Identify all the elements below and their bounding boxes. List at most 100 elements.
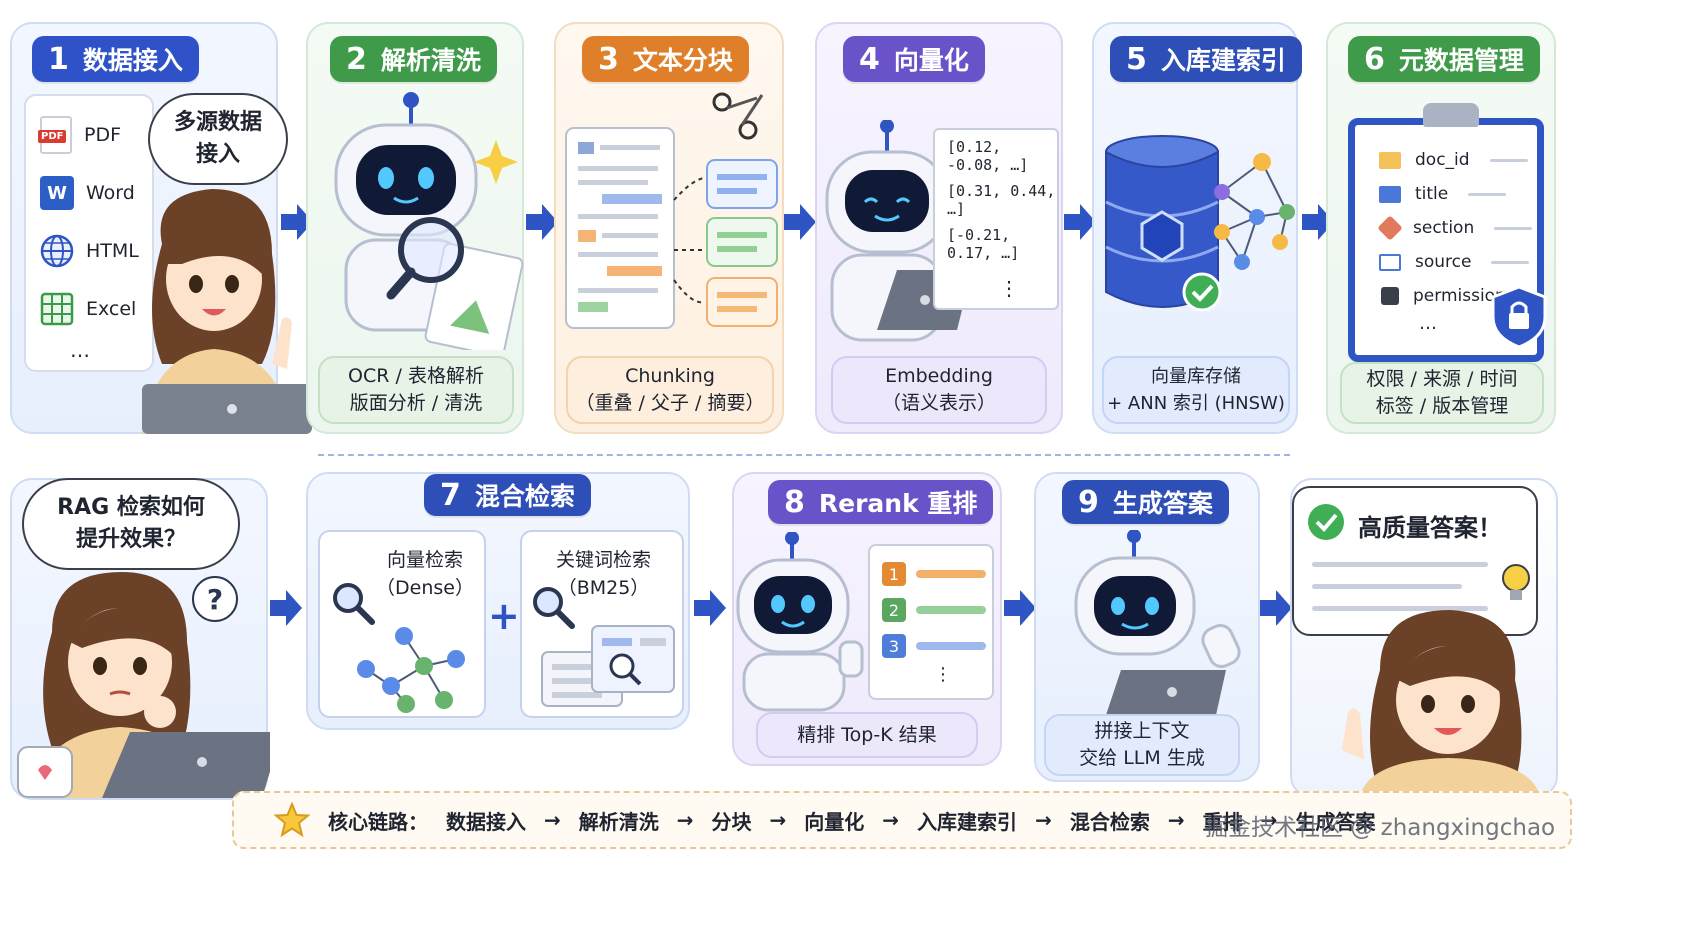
step7-card: 7 混合检索 向量检索 （Dense） + 关键词检索 （BM25）: [306, 472, 690, 730]
check-circle-icon: [1308, 504, 1344, 540]
step5-title-pill: 5 入库建索引: [1110, 36, 1302, 82]
question-mark-icon: ?: [192, 576, 238, 622]
question-card: [10, 478, 270, 800]
robot-laptop-illustration: [825, 120, 972, 342]
footer-label: 核心链路：: [328, 809, 428, 834]
step7-title-pill: 7 混合检索: [424, 474, 591, 516]
step3-caption: Chunking （重叠 / 父子 / 摘要）: [566, 356, 774, 424]
step6-title-pill: 6 元数据管理: [1348, 36, 1540, 82]
metadata-row: permission: [1379, 279, 1537, 313]
arrow-right-icon: [1004, 590, 1036, 626]
chain-arrow: →: [676, 808, 694, 832]
source-list: PDF PDF W Word HTML Excel …: [24, 94, 154, 372]
source-pdf: PDF PDF: [38, 106, 152, 164]
step1-title: 数据接入: [82, 46, 183, 75]
source-label: HTML: [86, 240, 139, 262]
step4-card: 4 向量化 [0.12, -0.08, …] [0.31, 0.44, …] […: [815, 22, 1063, 434]
document-search-icon: [541, 625, 675, 707]
robot-magnifier-illustration: [334, 92, 524, 350]
girl-laptop-illustration: [142, 189, 312, 434]
step5-caption: 向量库存储 + ANN 索引 (HNSW): [1102, 356, 1290, 424]
chain-step: 入库建索引: [917, 809, 1018, 834]
source-word: W Word: [40, 164, 152, 222]
vector-row: [0.31, 0.44, …]: [947, 182, 1056, 218]
step1-title-pill: 1 数据接入: [32, 36, 199, 82]
lock-icon: [1381, 287, 1399, 305]
metadata-clipboard: doc_id title section source permission …: [1348, 103, 1547, 362]
arrow-right-icon: [1064, 204, 1096, 240]
metadata-more: …: [1419, 313, 1437, 334]
search-icon: [333, 583, 375, 625]
step6-card: 6 元数据管理 doc_id title section source perm…: [1326, 22, 1556, 434]
step3-title-pill: 3 文本分块: [582, 36, 749, 82]
step4-caption: Embedding （语义表示）: [831, 356, 1047, 424]
step6-caption: 权限 / 来源 / 时间 标签 / 版本管理: [1340, 362, 1544, 424]
step9-caption: 拼接上下文 交给 LLM 生成: [1044, 714, 1240, 776]
step1-number: 1: [48, 41, 69, 77]
step2-card: 2 解析清洗 OCR / 表格解析 版面分析 / 清洗: [306, 22, 524, 434]
rank-row: 1: [882, 556, 992, 592]
star-icon: [274, 802, 310, 838]
metadata-row: section: [1377, 211, 1537, 245]
rank-row: 3: [882, 628, 992, 664]
metadata-row: source: [1379, 245, 1537, 279]
chain-arrow: →: [1260, 808, 1278, 832]
step1-card: 1 数据接入 PDF PDF W Word HTML Excel …: [10, 22, 312, 434]
step9-card: 9 生成答案 拼接上下文 交给 LLM 生成: [1034, 472, 1260, 782]
graph-network-icon: [357, 627, 465, 713]
arrow-right-icon: [526, 204, 558, 240]
arrow-right-icon: [270, 590, 302, 626]
arrow-right-icon: [281, 204, 313, 240]
source-label: PDF: [84, 124, 122, 146]
step2-title-pill: 2 解析清洗: [330, 36, 497, 82]
step2-caption: OCR / 表格解析 版面分析 / 清洗: [318, 356, 514, 424]
answer-text: 高质量答案！: [1358, 514, 1502, 542]
chain-arrow: →: [1035, 808, 1052, 832]
globe-icon: [40, 234, 74, 268]
chain-step: 向量化: [804, 809, 865, 834]
word-icon: W: [40, 176, 74, 210]
robot-thumbs-up-illustration: [736, 532, 864, 712]
step3-card: 3 文本分块 Chunking （重叠 / 父子 / 摘要）: [554, 22, 784, 434]
chain-step: 重排: [1202, 809, 1243, 834]
speech-bubble-sources: 多源数据 接入: [148, 93, 288, 185]
chain-arrow: →: [769, 808, 787, 832]
arrow-right-icon: [1260, 590, 1292, 626]
source-label: Word: [86, 182, 135, 204]
shield-lock-icon: [1491, 285, 1547, 349]
spreadsheet-icon: [40, 292, 74, 326]
folder-icon: [1379, 151, 1401, 169]
folder-icon: [1379, 253, 1401, 271]
chain-step: 混合检索: [1069, 809, 1150, 834]
chain-arrow: →: [544, 808, 561, 832]
metadata-row: doc_id: [1379, 143, 1537, 177]
robot-waving-illustration: [1074, 530, 1241, 715]
vector-row: [0.12, -0.08, …]: [947, 138, 1029, 174]
rank-row: 2: [882, 592, 992, 628]
chain-step: 解析清洗: [578, 809, 659, 834]
pdf-icon: PDF: [38, 116, 72, 154]
chain-arrow: →: [882, 808, 900, 832]
girl-happy-illustration: [1342, 610, 1540, 796]
clipboard-clip-icon: [1423, 103, 1479, 127]
vector-more: ⋮: [999, 276, 1019, 300]
step4-title-pill: 4 向量化: [843, 36, 985, 82]
step8-caption: 精排 Top-K 结果: [756, 712, 978, 758]
step8-title-pill: 8 Rerank 重排: [768, 480, 994, 524]
core-chain-footer: 核心链路： 数据接入 → 解析清洗 → 分块 → 向量化 → 入库建索引 → 混…: [232, 791, 1572, 849]
lightbulb-icon: [1502, 564, 1530, 600]
tag-icon: [1377, 215, 1403, 241]
step9-title-pill: 9 生成答案: [1062, 480, 1229, 524]
vector-panel: [0.12, -0.08, …] [0.31, 0.44, …] [-0.21,…: [933, 128, 1059, 310]
step8-card: 8 Rerank 重排 1 2 3 ⋮ 精排 Top-K 结果: [732, 472, 1002, 766]
source-label: Excel: [86, 298, 137, 320]
step5-card: 5 入库建索引 向量库存储 + ANN 索引 (HNSW): [1092, 22, 1302, 434]
rank-more: ⋮: [934, 664, 952, 685]
folder-icon: [1379, 185, 1401, 203]
keyword-search-box: 关键词检索 （BM25）: [520, 530, 684, 718]
chain-step: 生成答案: [1295, 809, 1376, 834]
vector-database-icon: [1105, 135, 1295, 312]
girl-thinking-illustration: [17, 572, 270, 798]
chunking-illustration: [565, 92, 778, 329]
arrow-right-icon: [694, 590, 726, 626]
